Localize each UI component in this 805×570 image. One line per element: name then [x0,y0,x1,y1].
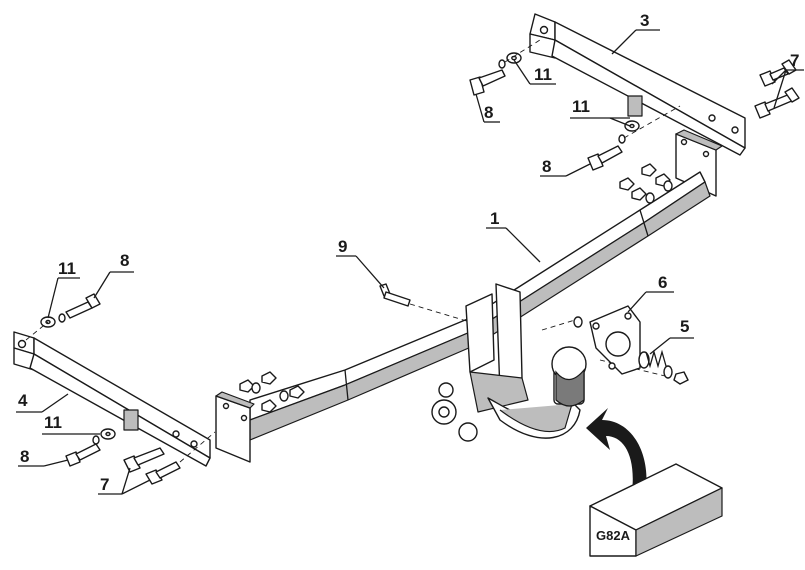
bolts-top-right [469,39,800,171]
nuts-left-plate [239,371,305,413]
bolts-left [25,293,216,485]
direction-arrow [586,408,647,492]
callout-9: 9 [338,237,347,256]
socket-plate [573,305,641,375]
callout-1: 1 [490,209,499,228]
nuts-right-plate [619,163,673,204]
callout-11-left-top: 11 [58,259,76,278]
callout-11-mid: 11 [572,97,590,116]
callout-4: 4 [18,391,28,410]
bolt-9 [379,283,471,323]
callout-7-top: 7 [790,51,799,70]
tow-hitch-neck [431,283,587,442]
callout-8-top: 8 [484,103,493,122]
callout-11-left-bottom: 11 [44,413,62,432]
callout-5: 5 [680,317,689,336]
callout-3: 3 [640,11,649,30]
model-code-box: G82A [589,463,723,557]
callouts: 3 7 11 8 11 8 1 9 6 5 11 8 4 [16,11,804,495]
spring-assembly [638,349,689,385]
model-code-label: G82A [596,528,631,543]
callout-11-top: 11 [534,65,552,84]
main-crossbar [215,129,723,463]
callout-7-bottom: 7 [100,475,109,494]
callout-8-mid: 8 [542,157,551,176]
callout-8-left-top: 8 [120,251,129,270]
callout-8-left-bottom: 8 [20,447,29,466]
right-side-bracket [529,13,746,156]
callout-6: 6 [658,273,667,292]
left-side-bracket [13,331,211,467]
